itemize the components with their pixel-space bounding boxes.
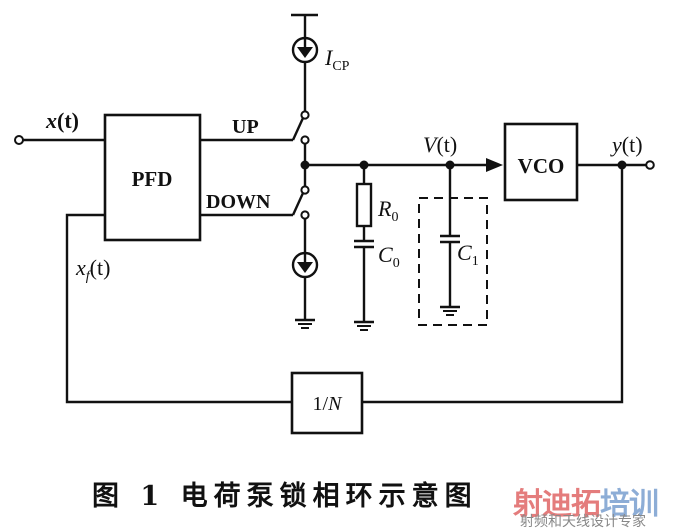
feedback-wire-left (65, 213, 292, 404)
watermark-subtitle: 射频和天线设计专家 (520, 514, 646, 530)
ground-icon (440, 305, 460, 316)
current-source-down-icon (291, 251, 319, 279)
up-label: UP (232, 116, 259, 138)
down-label: DOWN (206, 191, 271, 213)
arrow-icon (486, 158, 503, 172)
c1-label: C1 (457, 240, 479, 269)
ground-icon (295, 318, 315, 329)
vt-label: V(t) (423, 132, 457, 157)
up-switch (291, 110, 310, 145)
input-terminal (14, 135, 105, 145)
c0-label: C0 (378, 242, 400, 271)
r0-label: R0 (377, 196, 398, 225)
caption-text: 图 1 电荷泵锁相环示意图 (92, 481, 478, 512)
current-source-up-icon (291, 36, 319, 64)
c1-dashed-box (418, 197, 488, 326)
input-label: x(t) (45, 108, 79, 133)
watermark-part3: 培训 (600, 487, 659, 522)
pll-diagram: x(t) PFD UP DOWN ICP (14, 13, 655, 435)
feedback-wire-right (362, 165, 624, 404)
pfd-block: PFD (103, 113, 202, 242)
icp-label: ICP (324, 45, 350, 74)
watermark-part1: 射迪 (513, 487, 572, 522)
supply-rail (291, 13, 318, 38)
output-label: y(t) (610, 132, 643, 157)
watermark-logo: 射迪拓培训 (513, 479, 659, 523)
vco-block: VCO (503, 122, 579, 202)
divider-label: 1/N (313, 393, 344, 415)
ground-icon (354, 320, 374, 331)
capacitor-c0-icon (354, 239, 374, 249)
pfd-label: PFD (132, 167, 173, 191)
watermark-part2: 拓 (571, 487, 601, 522)
vco-label: VCO (518, 154, 565, 178)
resistor-r0-icon (355, 182, 373, 228)
down-switch (291, 185, 310, 220)
output-terminal (645, 160, 655, 170)
divider-block: 1/N (290, 371, 364, 435)
feedback-label: xf(t) (75, 255, 110, 284)
